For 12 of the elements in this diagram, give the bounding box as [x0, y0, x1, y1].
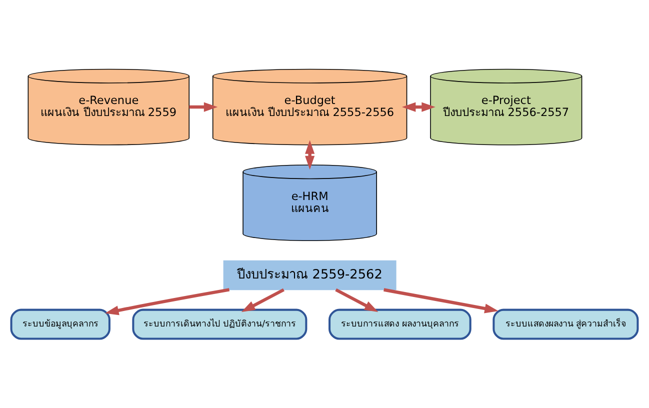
- arrow: [384, 288, 498, 314]
- arrow: [335, 288, 378, 312]
- arrow: [189, 102, 218, 112]
- node-box: ปีงบประมาณ 2559-2562: [223, 260, 396, 290]
- node-box: ระบบแสดงผลงาน สู่ความสำเร็จ: [492, 308, 639, 340]
- arrow: [305, 140, 315, 170]
- node-box: ระบบการแสดง ผลงานบุคลากร: [328, 308, 472, 340]
- arrow: [402, 102, 436, 112]
- arrow: [104, 288, 230, 316]
- node-box: ระบบการเดินทางไป ปฏิบัติงาน/ราชการ: [132, 308, 308, 340]
- node-box: ระบบข้อมูลบุคลากร: [10, 308, 110, 340]
- arrow: [241, 288, 284, 312]
